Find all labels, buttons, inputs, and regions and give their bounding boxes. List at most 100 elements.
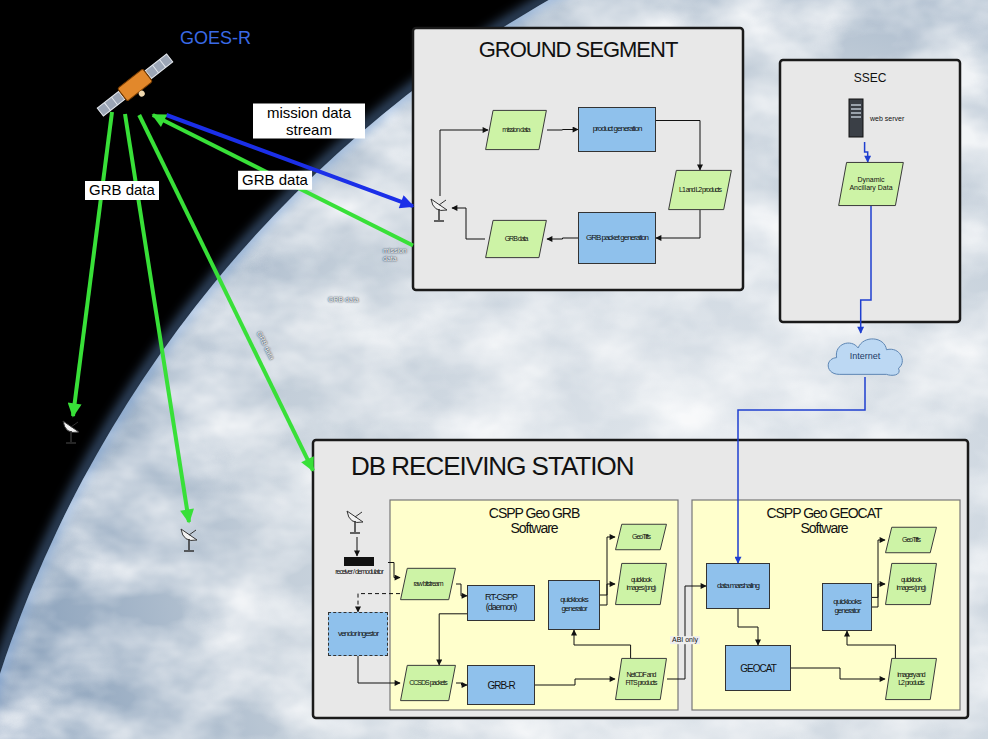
parallelogram-outline <box>616 524 667 549</box>
node-text: GRB-R <box>487 680 514 691</box>
node-text: GeoTiffs <box>902 536 920 544</box>
segment-box: DB RECEIVING STATION receiver / demodulat… <box>313 440 968 718</box>
process-box: RT-CSPP (daemon) <box>467 585 535 621</box>
node-text: raw bitstream <box>413 580 442 588</box>
satellite-antenna <box>138 89 146 97</box>
server-slot <box>851 104 861 106</box>
node-title: GOES-R <box>180 29 265 49</box>
node-text: Dynamic Ancillary Data <box>847 176 895 191</box>
downlink-wire <box>440 130 488 196</box>
connector-arrow <box>872 584 885 607</box>
server-slot <box>851 112 861 114</box>
connector-arrow <box>439 614 467 665</box>
dish-antenna <box>63 421 79 443</box>
software-panel: CSPP Geo GRB Software raw bitstreamCCSDS … <box>390 500 678 710</box>
node-title: DB RECEIVING STATION <box>351 452 968 481</box>
faint-arrow-label: GRB data <box>328 296 359 304</box>
connector-arrow <box>791 668 885 679</box>
data-parallelogram: CCSDS packets <box>400 665 456 701</box>
process-box: GRB packet generation <box>578 212 656 264</box>
data-parallelogram: quicklook images (png) <box>615 563 667 605</box>
server-node: web server <box>846 96 908 142</box>
internet-cloud: Internet <box>822 333 908 377</box>
connector-arrow <box>574 630 631 658</box>
broadcast-arrow <box>125 114 189 522</box>
node-text: quicklook images (png) <box>894 576 928 591</box>
node-text: CCSDS packets <box>409 679 447 687</box>
connector-arrow <box>667 586 706 679</box>
connector-arrow <box>861 206 871 333</box>
node-title: CSPP Geo GRB Software <box>474 506 594 537</box>
process-box: GEOCAT <box>725 645 791 691</box>
dish-antenna <box>431 199 447 221</box>
connector-arrow <box>358 594 400 612</box>
connector-arrow <box>456 683 467 685</box>
node-title: SSEC <box>780 72 960 85</box>
connector-arrow <box>656 210 700 238</box>
process-box: quicklooks generator <box>822 583 872 631</box>
connector-arrow <box>738 609 758 645</box>
data-parallelogram: Dynamic Ancillary Data <box>838 162 904 206</box>
solar-panel <box>97 92 124 117</box>
arrow-label: GRB data <box>85 181 159 200</box>
node-text: web server <box>870 115 904 123</box>
node-text: quicklooks generator <box>553 596 595 614</box>
edge-label: GRB data <box>238 171 312 190</box>
node-text: RT-CSPP (daemon) <box>472 593 530 613</box>
node-text: GeoTiffs <box>632 533 650 541</box>
segment-box: SSEC web serverDynamic Ancillary Data <box>780 60 960 322</box>
connector-arrow <box>358 656 400 683</box>
parallelogram-outline <box>401 665 456 700</box>
node-title: CSPP Geo GEOCAT Software <box>756 506 892 537</box>
node-text: GRB packet generation <box>586 234 648 243</box>
data-parallelogram: quicklook images (png) <box>885 563 937 605</box>
panel-lines <box>104 60 165 111</box>
parallelogram-outline <box>886 563 937 604</box>
panel-frame <box>390 500 678 710</box>
parallelogram-outline <box>486 110 547 149</box>
connector-arrow <box>847 631 895 658</box>
data-parallelogram: GeoTiffs <box>885 527 937 553</box>
parallelogram-outline <box>669 170 732 209</box>
broadcast-arrow <box>73 112 112 416</box>
uplink-wire <box>452 208 485 239</box>
node-text: imagery and L2 products <box>894 671 928 686</box>
parallelogram-outline <box>616 563 667 604</box>
data-parallelogram: GeoTiffs <box>615 524 667 550</box>
satellite-node: GOES-R <box>95 25 265 115</box>
node-text: Internet <box>850 352 881 362</box>
segment-frame <box>313 440 968 718</box>
connector-arrow <box>139 115 313 471</box>
process-box: data marshaling <box>706 563 770 609</box>
node-text: GRB data <box>505 235 528 243</box>
connector-arrow <box>535 679 615 685</box>
node-title: GROUND SEGMENT <box>413 38 743 62</box>
data-parallelogram: raw bitstream <box>400 568 456 600</box>
server-slot <box>851 108 861 110</box>
node-text: product generation <box>593 125 642 134</box>
connector-arrow <box>456 584 467 596</box>
panel-frame <box>692 500 960 710</box>
parallelogram-outline <box>401 568 456 599</box>
parallelogram-outline <box>486 220 547 257</box>
data-parallelogram: GRB data <box>485 220 547 258</box>
data-parallelogram: mission data <box>485 110 547 150</box>
node-text: GEOCAT <box>740 663 775 674</box>
parallelogram-outline <box>886 658 937 699</box>
process-box: product generation <box>578 107 656 152</box>
parallelogram-outline <box>616 658 667 699</box>
segment-box: GROUND SEGMENT mission data product genera… <box>413 28 743 290</box>
antenna-wire <box>357 537 358 556</box>
server-icon <box>846 96 866 140</box>
node-text: receiver / demodulator <box>335 568 383 576</box>
node-text: quicklooks generator <box>827 598 867 616</box>
connector-arrow <box>656 121 700 171</box>
node-text: L1 and L2 products <box>679 186 721 194</box>
process-box: quicklooks generator <box>548 580 600 630</box>
data-parallelogram: NetCDF and FITS products <box>615 658 667 700</box>
optional-process-box: vendor ingestor <box>328 612 388 656</box>
